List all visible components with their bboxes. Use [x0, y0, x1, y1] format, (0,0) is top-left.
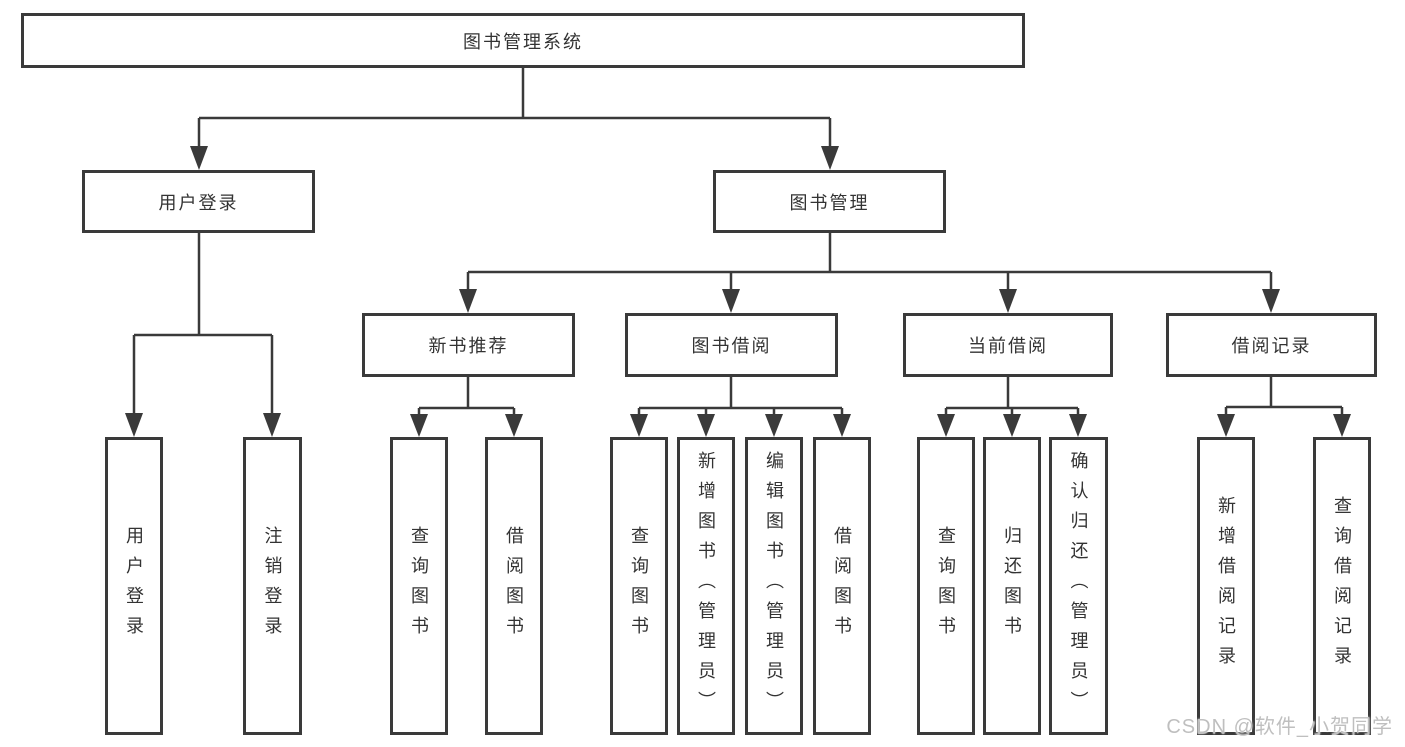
leaf-borrow-borrow-book-label: 借阅图书	[832, 526, 852, 646]
leaf-borrow-query-book: 查询图书	[610, 437, 668, 735]
leaf-borrow-edit-book-label: 编辑图书（管理员）	[764, 451, 784, 721]
edge-record-to-leaves	[1224, 377, 1344, 418]
leaf-current-return-book-label: 归还图书	[1002, 526, 1022, 646]
edge-user-login-to-leaves	[132, 233, 274, 417]
leaf-recommend-query-book-label: 查询图书	[409, 526, 429, 646]
node-root: 图书管理系统	[21, 13, 1025, 68]
leaf-current-return-book: 归还图书	[983, 437, 1041, 735]
edge-borrow-to-leaves	[637, 377, 844, 418]
leaf-logout: 注销登录	[243, 437, 302, 735]
leaf-recommend-borrow-book-label: 借阅图书	[504, 526, 524, 646]
node-book-borrow: 图书借阅	[625, 313, 838, 377]
leaf-borrow-query-book-label: 查询图书	[629, 526, 649, 646]
leaf-record-query-record: 查询借阅记录	[1313, 437, 1371, 735]
edge-current-to-leaves	[944, 377, 1080, 418]
leaf-current-query-book-label: 查询图书	[936, 526, 956, 646]
leaf-recommend-borrow-book: 借阅图书	[485, 437, 543, 735]
node-borrow-record: 借阅记录	[1166, 313, 1377, 377]
leaf-borrow-add-book-label: 新增图书（管理员）	[696, 451, 716, 721]
arrowheads	[125, 146, 1351, 437]
leaf-logout-label: 注销登录	[262, 526, 283, 646]
node-current-borrow: 当前借阅	[903, 313, 1113, 377]
leaf-user-login-label: 用户登录	[124, 526, 144, 646]
leaf-borrow-edit-book: 编辑图书（管理员）	[745, 437, 803, 735]
edge-root-to-level2	[197, 68, 832, 150]
leaf-record-add-record-label: 新增借阅记录	[1216, 496, 1236, 676]
leaf-record-query-record-label: 查询借阅记录	[1332, 496, 1352, 676]
leaf-record-add-record: 新增借阅记录	[1197, 437, 1255, 735]
node-new-book-recommend: 新书推荐	[362, 313, 575, 377]
csdn-watermark: CSDN @软件_小贺同学	[1166, 716, 1393, 738]
edge-recommend-to-leaves	[417, 377, 516, 418]
leaf-borrow-add-book: 新增图书（管理员）	[677, 437, 735, 735]
leaf-recommend-query-book: 查询图书	[390, 437, 448, 735]
leaf-current-confirm-return-label: 确认归还（管理员）	[1068, 451, 1089, 721]
leaf-current-confirm-return: 确认归还（管理员）	[1049, 437, 1108, 735]
node-user-login: 用户登录	[82, 170, 315, 233]
leaf-current-query-book: 查询图书	[917, 437, 975, 735]
node-book-management: 图书管理	[713, 170, 946, 233]
leaf-user-login: 用户登录	[105, 437, 163, 735]
leaf-borrow-borrow-book: 借阅图书	[813, 437, 871, 735]
edge-book-management-to-level3	[466, 233, 1273, 293]
